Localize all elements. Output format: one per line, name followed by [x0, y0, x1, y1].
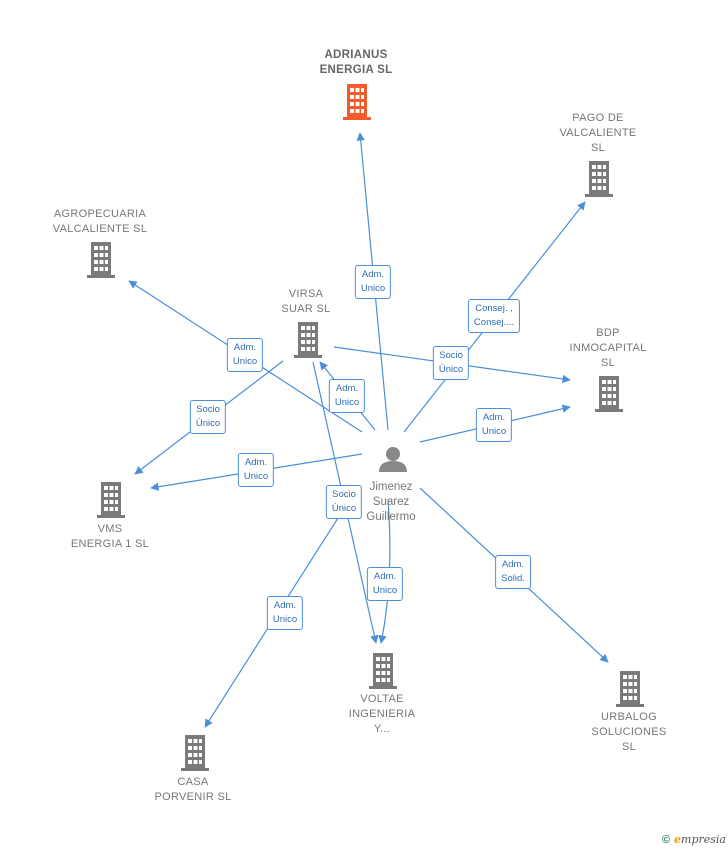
edge-label-virsa[interactable]: Adm. Unico [328, 379, 366, 413]
edge-label-urbalog[interactable]: Adm. Solid. [495, 555, 531, 589]
urbalog-company-label[interactable]: URBALOG SOLUCIONES SL [591, 711, 667, 753]
edge-label-pago[interactable]: Consej. , Consej.... [467, 299, 521, 333]
nodes [87, 84, 644, 771]
edge-label-adrianus[interactable]: Adm. Unico [354, 265, 392, 299]
urbalog-building-icon[interactable] [616, 671, 644, 707]
virsa-company-label[interactable]: VIRSA SUAR SL [281, 288, 331, 315]
person-name-label[interactable]: Jimenez Suarez Guillermo [366, 481, 416, 523]
casa-building-icon[interactable] [181, 735, 209, 771]
edge-label-casa[interactable]: Adm. Unico [266, 596, 304, 630]
voltae-building-icon[interactable] [369, 653, 397, 689]
person-icon[interactable] [379, 447, 407, 472]
adrianus-company-label[interactable]: ADRIANUS ENERGIA SL [319, 49, 393, 76]
edge-label-bdp[interactable]: Adm. Unico [475, 408, 513, 442]
agro-building-icon[interactable] [87, 242, 115, 278]
copyright-icon: © [661, 834, 671, 846]
edge-label-virsa-vms[interactable]: Socio Único [189, 400, 227, 434]
voltae-company-label[interactable]: VOLTAE INGENIERIA Y... [348, 693, 416, 735]
pago-building-icon[interactable] [585, 161, 613, 197]
footer-brand: ©empresia [662, 833, 726, 846]
virsa-building-icon[interactable] [294, 322, 322, 358]
edge-label-vms[interactable]: Adm. Unico [237, 453, 275, 487]
pago-company-label[interactable]: PAGO DE VALCALIENTE SL [559, 112, 637, 154]
vms-company-label[interactable]: VMS ENERGIA 1 SL [70, 523, 150, 550]
edge-label-virsa-voltae[interactable]: Socio Único [325, 485, 363, 519]
edge-label-voltae[interactable]: Adm. Unico [366, 567, 404, 601]
bdp-building-icon[interactable] [595, 376, 623, 412]
agro-company-label[interactable]: AGROPECUARIA VALCALIENTE SL [52, 208, 148, 235]
casa-company-label[interactable]: CASA PORVENIR SL [154, 776, 232, 803]
brand-logo: empresia [674, 833, 726, 846]
bdp-company-label[interactable]: BDP INMOCAPITAL SL [569, 327, 647, 369]
edge-label-virsa-bdp[interactable]: Socio Único [432, 346, 470, 380]
edge-label-agro[interactable]: Adm. Unico [226, 338, 264, 372]
adrianus-building-icon[interactable] [343, 84, 371, 120]
vms-building-icon[interactable] [97, 482, 125, 518]
